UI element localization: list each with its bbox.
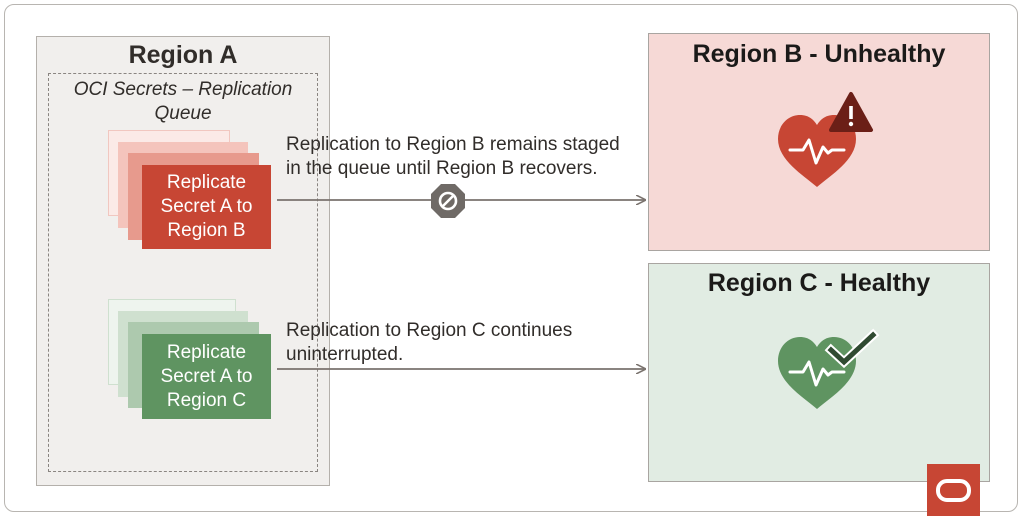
- flow-c-caption-line1: Replication to Region C continues: [286, 320, 573, 341]
- heart-pulse-warning-icon: [778, 92, 873, 187]
- flow-c-caption: Replication to Region C continues uninte…: [286, 319, 572, 367]
- heart-pulse-check-icon: [778, 328, 880, 409]
- flow-c-caption-line2: uninterrupted.: [286, 344, 404, 365]
- card-c-line1: Replicate: [166, 341, 247, 363]
- region-c-title: Region C - Healthy: [707, 269, 931, 297]
- queue-title: OCI Secrets – Replication Queue: [48, 78, 318, 126]
- flow-b-caption-line1: Replication to Region B remains staged: [286, 134, 620, 155]
- oracle-logo-ring: [936, 478, 971, 502]
- blocked-icon: [431, 184, 465, 218]
- card-b-line1: Replicate: [166, 172, 247, 193]
- replicate-to-region-b-card: Replicate Secret A to Region B: [142, 165, 271, 249]
- oracle-logo-icon: [927, 464, 980, 516]
- card-b-line3: Region B: [167, 220, 246, 241]
- replication-queue: [48, 73, 318, 472]
- card-c-line3: Region C: [166, 389, 247, 411]
- card-b-line2: Secret A to: [160, 196, 253, 217]
- flow-b-caption-line2: in the queue until Region B recovers.: [286, 158, 598, 179]
- card-c-line2: Secret A to: [160, 365, 253, 387]
- region-a-title: Region A: [128, 41, 238, 69]
- replicate-to-region-c-card: Replicate Secret A to Region C: [142, 334, 271, 419]
- region-b-title: Region B - Unhealthy: [692, 40, 946, 68]
- flow-b-caption: Replication to Region B remains staged i…: [286, 133, 620, 181]
- queue-title-line1: OCI Secrets – Replication: [73, 79, 293, 100]
- queue-title-line2: Queue: [154, 103, 212, 124]
